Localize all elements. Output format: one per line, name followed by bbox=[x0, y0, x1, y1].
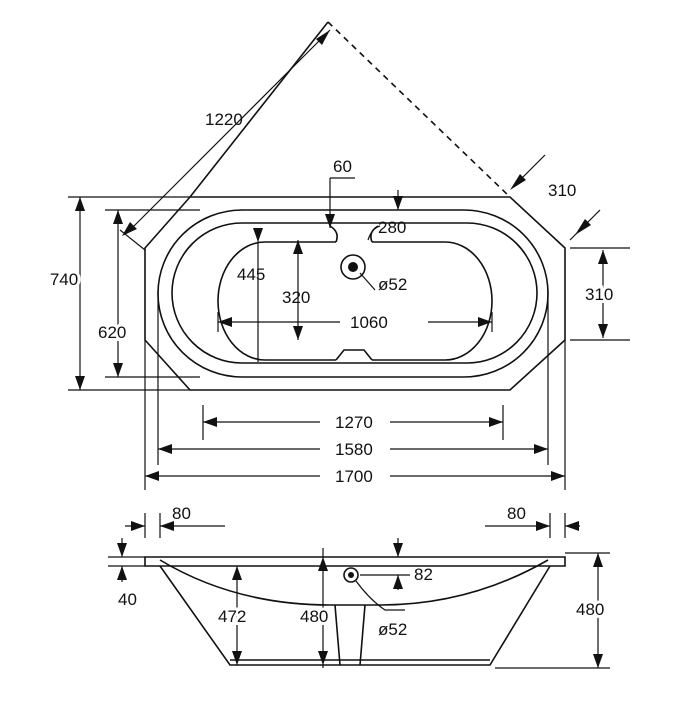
tub-rim bbox=[144, 556, 566, 567]
dim-label-82: 82 bbox=[414, 565, 433, 584]
tub-inner-curve bbox=[159, 559, 549, 606]
tub-bottom bbox=[230, 604, 490, 666]
dim-label-740: 740 bbox=[50, 270, 78, 289]
dim-label-472: 472 bbox=[218, 607, 246, 626]
corner-dashed-line bbox=[327, 21, 511, 198]
leader-280 bbox=[367, 225, 381, 241]
dim-label-drain-top: ø52 bbox=[378, 275, 407, 294]
top-view: 1220 310 60 280 ø52 445 320 bbox=[47, 21, 630, 490]
dim-label-1060: 1060 bbox=[350, 313, 388, 332]
leader-drain-side bbox=[355, 580, 405, 611]
side-view: 80 80 40 82 472 480 bbox=[108, 504, 610, 669]
basin-left-half bbox=[217, 241, 336, 361]
dim-label-480-height: 480 bbox=[576, 600, 604, 619]
dim-line-1220 bbox=[129, 29, 331, 231]
dim-label-280: 280 bbox=[378, 218, 406, 237]
dim-label-1220: 1220 bbox=[205, 110, 243, 129]
basin-center-notch-bottom bbox=[335, 349, 373, 361]
basin-right-half bbox=[372, 241, 493, 361]
drain-circle bbox=[340, 254, 366, 280]
dim-label-1270: 1270 bbox=[335, 413, 373, 432]
dim-label-1700: 1700 bbox=[335, 467, 373, 486]
tub-outer-oval bbox=[157, 209, 549, 378]
dim-label-620: 620 bbox=[98, 323, 126, 342]
dim-label-480-inner: 480 bbox=[300, 607, 328, 626]
tub-outer-outline bbox=[144, 196, 566, 391]
arrow-1220-top bbox=[316, 30, 330, 45]
dim-label-310-corner: 310 bbox=[548, 181, 576, 200]
dim-label-445: 445 bbox=[237, 265, 265, 284]
corner-solid-line bbox=[189, 21, 329, 198]
drain-circle-side bbox=[343, 567, 359, 583]
tub-inner-oval bbox=[171, 222, 538, 364]
dim-label-60: 60 bbox=[333, 157, 352, 176]
dim-label-80-right: 80 bbox=[507, 504, 526, 523]
leader-drain-top bbox=[359, 272, 376, 291]
dim-label-drain-side: ø52 bbox=[378, 620, 407, 639]
dim-label-40: 40 bbox=[118, 590, 137, 609]
dim-label-310-side: 310 bbox=[585, 285, 613, 304]
dim-label-1580: 1580 bbox=[335, 440, 373, 459]
drain-circle-inner bbox=[348, 262, 358, 272]
dim-label-80-left: 80 bbox=[172, 504, 191, 523]
dim-label-320: 320 bbox=[282, 288, 310, 307]
arrow-1220-bottom bbox=[122, 222, 137, 236]
